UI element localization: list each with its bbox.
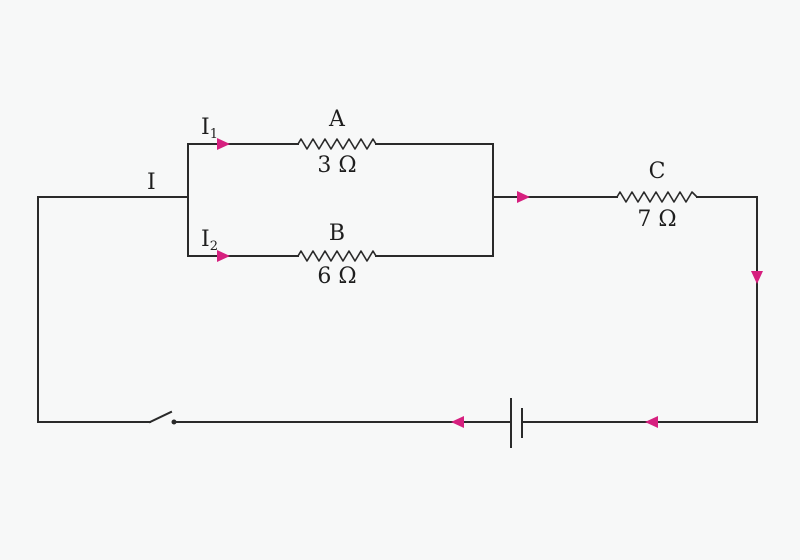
arrow-bottom-left xyxy=(451,416,464,428)
label-resistor-c-name: C xyxy=(649,159,666,184)
switch-lever xyxy=(148,410,173,424)
resistor-a xyxy=(297,138,377,150)
label-resistor-a-value: 3 Ω xyxy=(317,153,356,178)
label-resistor-a-name: A xyxy=(328,107,346,132)
label-branch2-sub: 2 xyxy=(210,239,218,254)
label-branch2-letter: I xyxy=(201,227,210,252)
label-branch1-current: I1 xyxy=(201,115,218,142)
resistor-c xyxy=(616,191,698,203)
arrow-lower-branch xyxy=(217,250,230,262)
arrow-upper-branch xyxy=(217,138,230,150)
label-branch1-sub: 1 xyxy=(210,127,218,142)
label-resistor-b-name: B xyxy=(329,221,345,246)
arrow-middle xyxy=(517,191,530,203)
wire-right-loop xyxy=(521,196,758,423)
label-resistor-c-value: 7 Ω xyxy=(637,207,676,232)
arrow-right-down xyxy=(751,271,763,284)
label-branch2-current: I2 xyxy=(201,227,218,254)
arrow-bottom-right xyxy=(645,416,658,428)
label-branch1-letter: I xyxy=(201,115,210,140)
wire-left-loop xyxy=(37,196,189,423)
current-arrows xyxy=(217,138,763,428)
label-main-current: I xyxy=(147,170,156,195)
resistor-b xyxy=(297,250,377,262)
label-resistor-b-value: 6 Ω xyxy=(317,264,356,289)
